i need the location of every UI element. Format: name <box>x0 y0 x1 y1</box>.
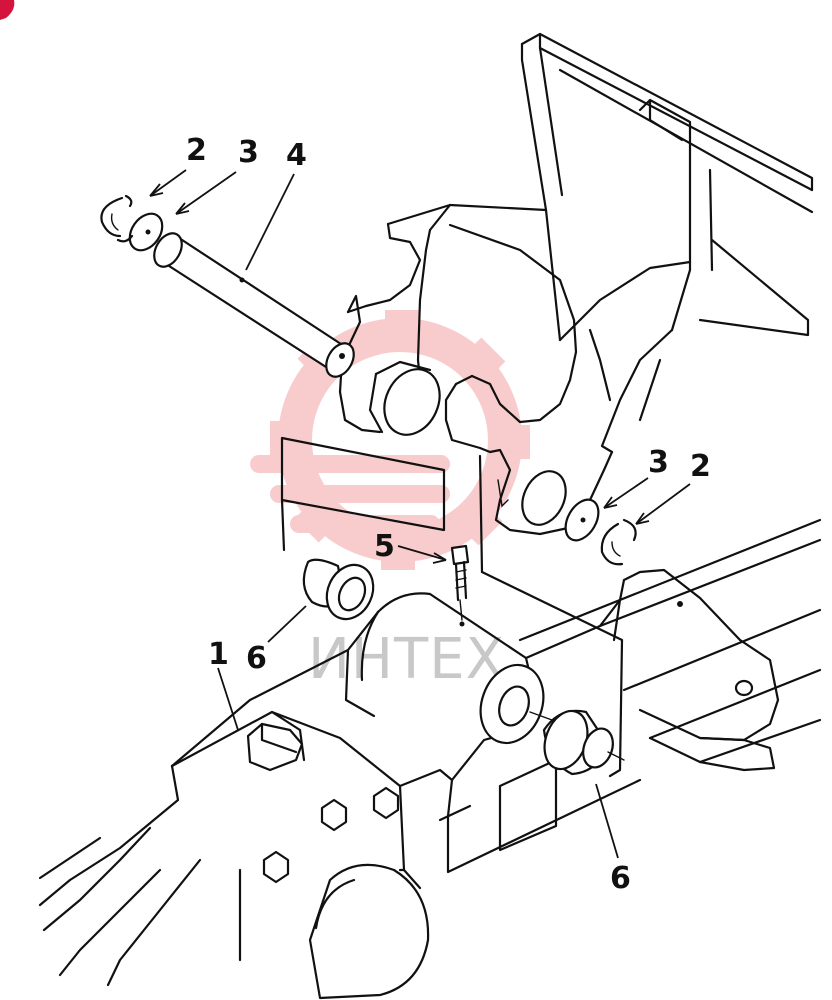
svg-text:6: 6 <box>246 641 267 676</box>
svg-text:6: 6 <box>610 861 631 896</box>
callout-3-lower: 3 <box>603 445 669 509</box>
svg-text:3: 3 <box>238 135 259 170</box>
bolt-5 <box>450 544 470 627</box>
callout-4: 4 <box>245 138 307 271</box>
bushing-6-left <box>302 558 375 621</box>
washer-3-upper <box>128 212 164 252</box>
centerline <box>529 711 625 761</box>
callout-6-right: 6 <box>595 783 631 896</box>
upper-bracket <box>338 32 814 536</box>
svg-text:5: 5 <box>374 529 395 564</box>
callout-5: 5 <box>374 529 447 564</box>
callout-1: 1 <box>208 637 239 731</box>
callout-2-lower: 2 <box>635 449 711 525</box>
callout-2-upper: 2 <box>149 133 207 197</box>
watermark-text: ИНТЕХ <box>308 627 505 692</box>
svg-text:2: 2 <box>690 449 711 484</box>
svg-text:2: 2 <box>186 133 207 168</box>
axle-frame <box>38 518 822 1000</box>
bolt-heads <box>262 786 400 884</box>
pin-4 <box>153 232 355 378</box>
washer-3-lower <box>564 498 600 542</box>
callout-6-left: 6 <box>246 605 307 676</box>
shim-plates <box>280 436 624 778</box>
svg-text:4: 4 <box>286 138 307 173</box>
snap-ring-2-lower <box>600 518 637 566</box>
svg-text:3: 3 <box>648 445 669 480</box>
corner-badge <box>0 0 15 20</box>
snap-ring-2-upper <box>100 194 134 243</box>
svg-text:1: 1 <box>208 637 229 672</box>
bushing-6-right <box>542 709 614 776</box>
callout-3-upper: 3 <box>175 135 259 215</box>
